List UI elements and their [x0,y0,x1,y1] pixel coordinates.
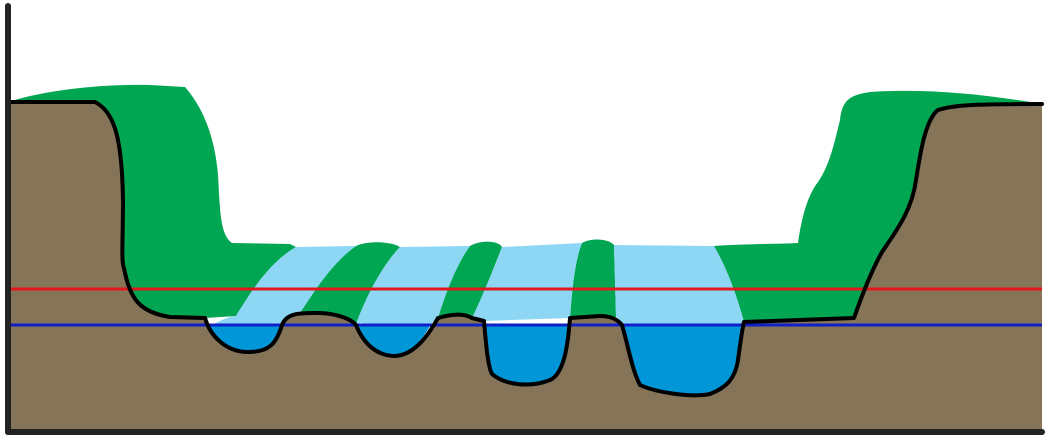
terrain-outline [6,100,1044,398]
shallow-water-3 [472,243,582,321]
shallow-water-2 [356,246,470,326]
deep-pool-3 [484,326,569,385]
vegetation-band [8,84,1042,324]
shallow-water-4 [614,245,744,326]
vegetation-strip-1 [300,242,400,324]
vegetation-strip-3 [570,239,616,318]
vegetation-right-bank [714,90,1042,322]
vegetation-strip-2 [438,241,502,318]
shallow-water [212,243,744,326]
deep-pool-4 [624,326,741,396]
vegetation-left-bank [8,84,296,318]
ground-profile [8,102,1042,430]
shallow-water-1 [212,246,356,325]
